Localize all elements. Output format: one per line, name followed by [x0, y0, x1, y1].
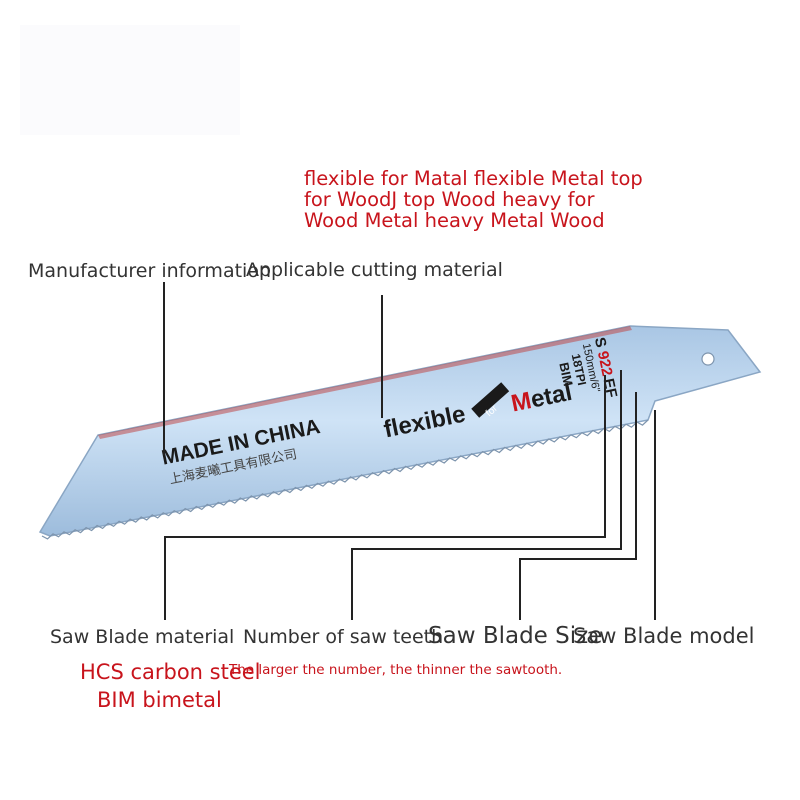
blade-bim-text: BIM: [556, 361, 576, 387]
saw-teeth: [41, 419, 649, 540]
mounting-hole: [701, 352, 715, 366]
material-list-text: flexible for Matal flexible Metal top fo…: [304, 167, 643, 232]
saw-blade: [38, 325, 762, 540]
hcs-note: HCS carbon steel: [80, 660, 261, 684]
blade-material-label: Saw Blade material: [50, 626, 235, 648]
blade-top-edge: [98, 326, 632, 439]
background-panel: [20, 25, 240, 135]
manufacturer-label: Manufacturer information: [28, 260, 271, 282]
model-label: Saw Blade model: [573, 624, 755, 648]
blade-model-s: S: [591, 336, 610, 349]
size-label: Saw Blade Size: [428, 623, 603, 649]
blade-for-stripe: [471, 382, 510, 418]
leader-teeth: [351, 370, 622, 620]
leader-material: [164, 375, 606, 620]
leader-lines: [163, 282, 656, 620]
teeth-note: The larger the number, the thinner the s…: [229, 662, 563, 678]
bim-note: BIM bimetal: [97, 688, 222, 712]
applicable-material-label: Applicable cutting material: [246, 259, 503, 281]
blade-model-num: 922: [594, 350, 616, 378]
blade-tpi-text: 18TPI: [569, 352, 589, 386]
teeth-label: Number of saw teeth: [243, 626, 444, 648]
leader-size: [519, 392, 637, 620]
